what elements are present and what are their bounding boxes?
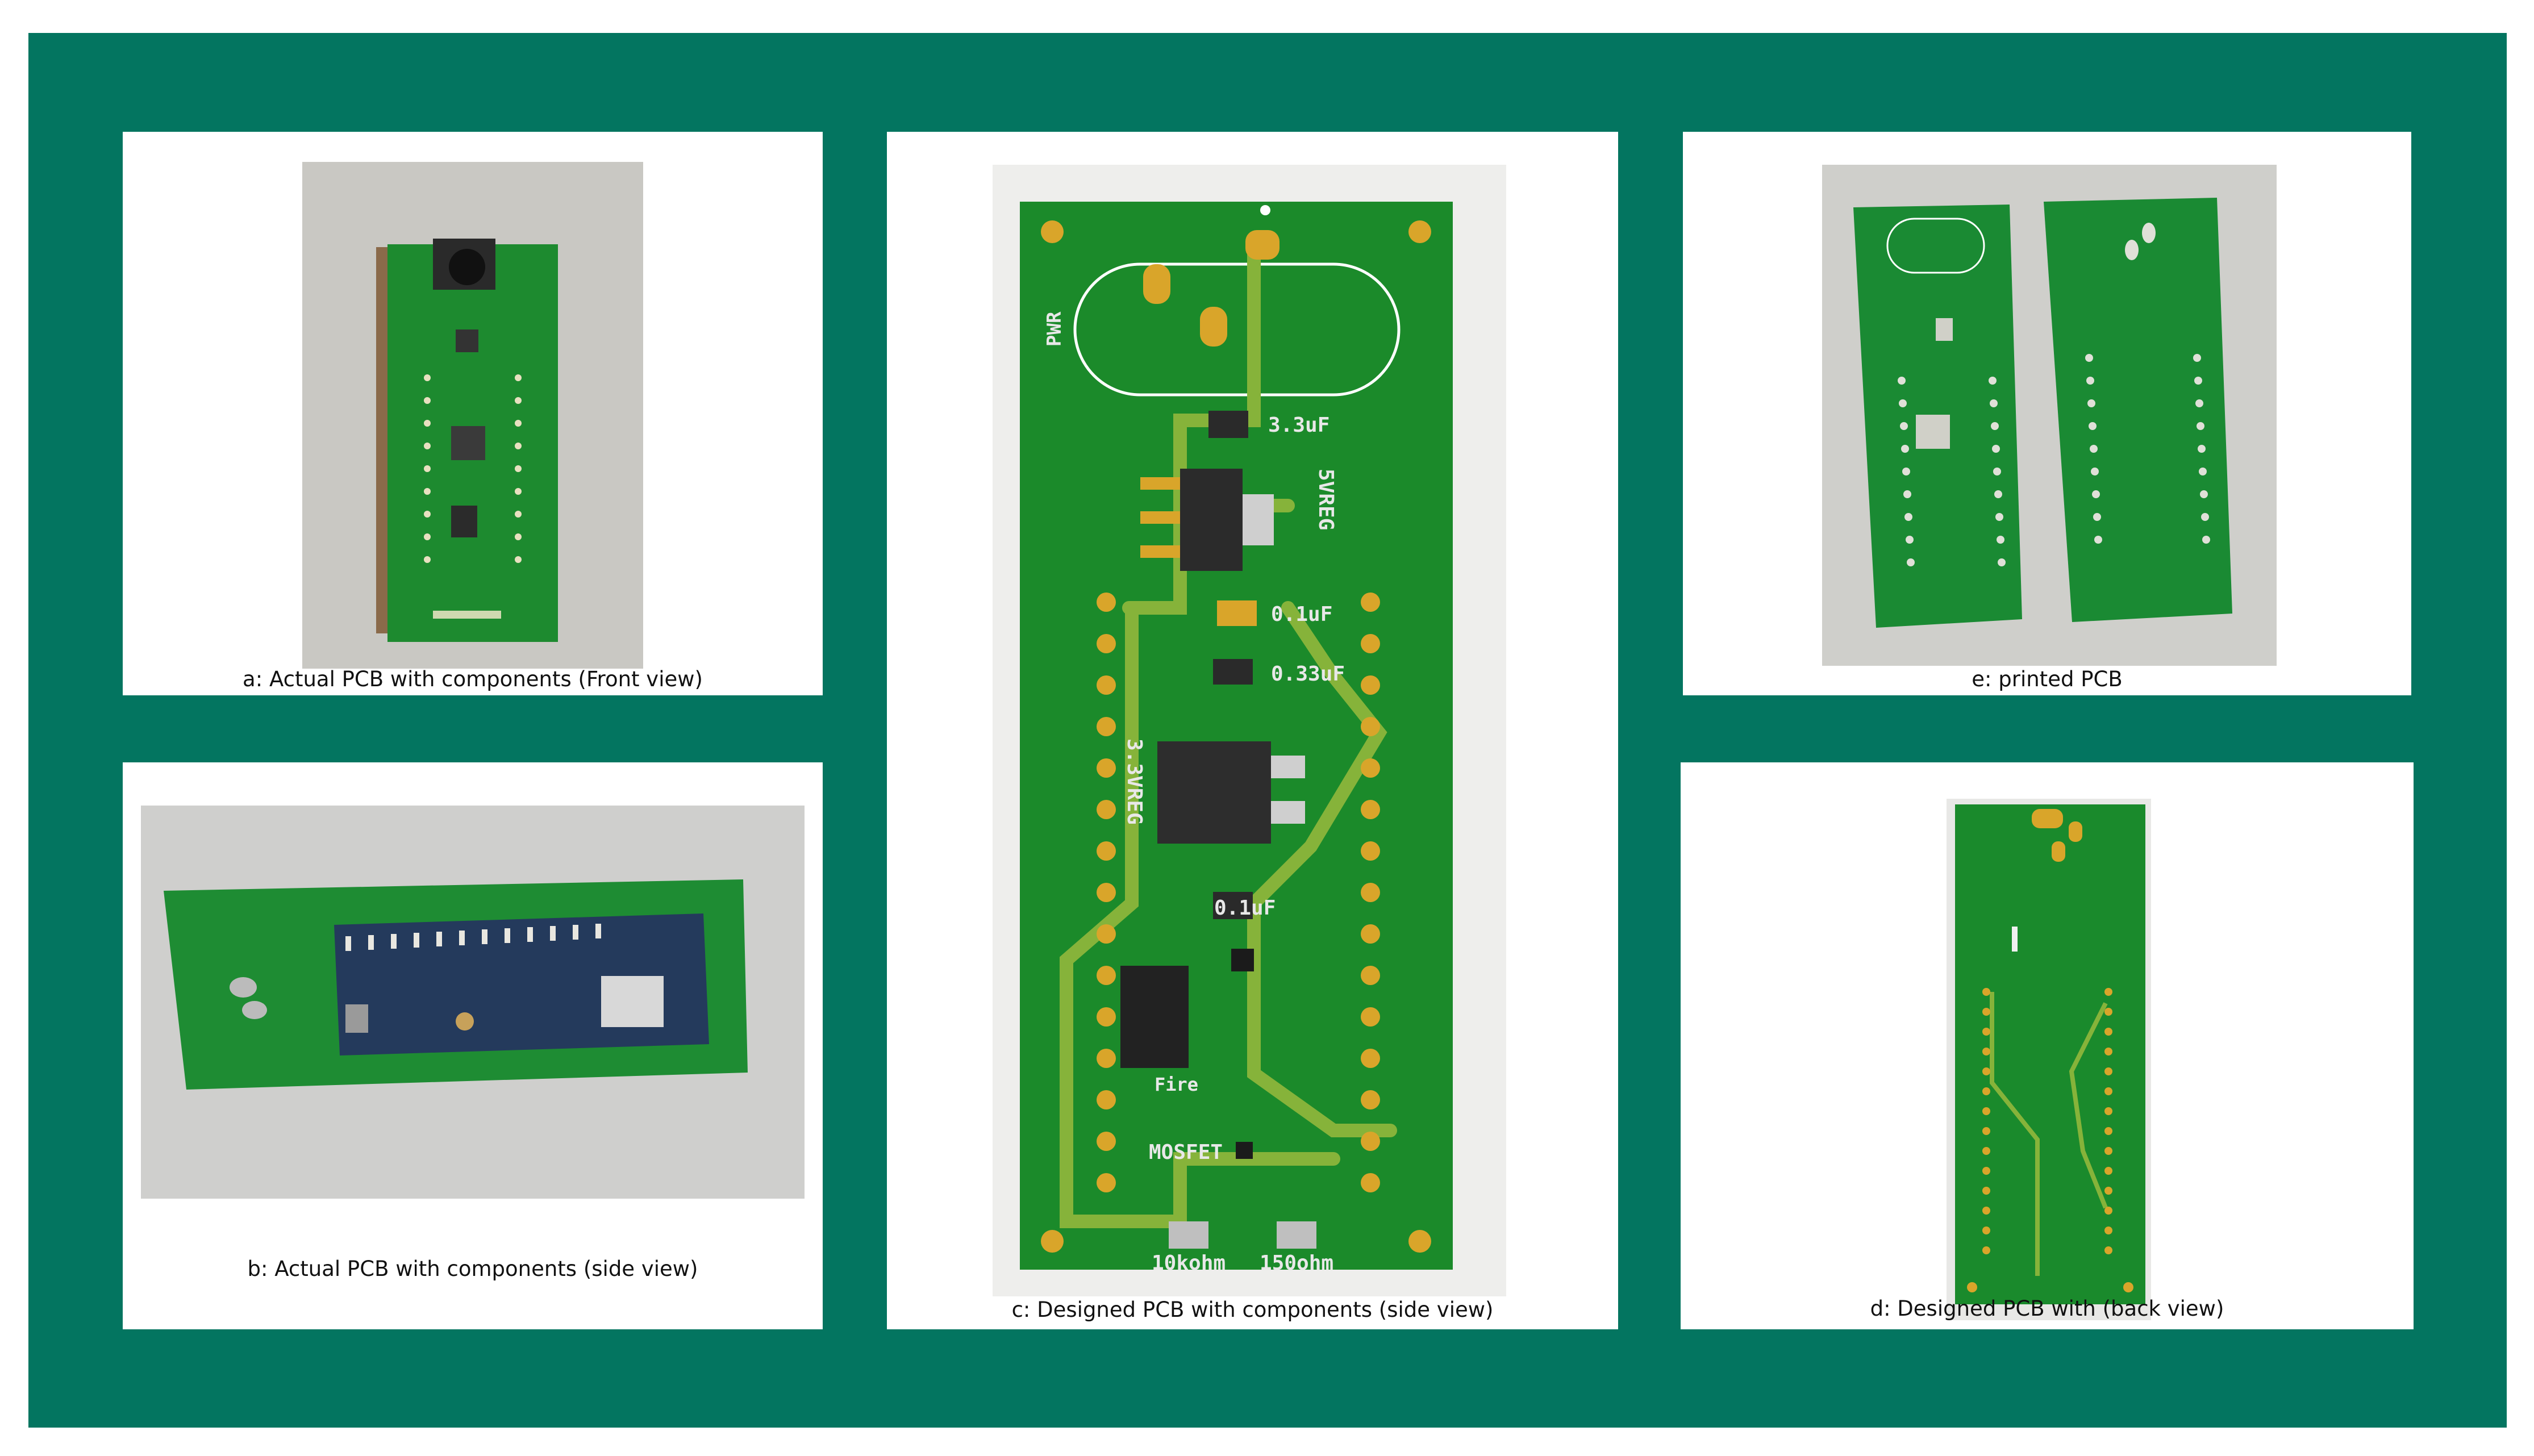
label-mosfet: MOSFET	[1149, 1141, 1223, 1164]
label-10kohm: 10kohm	[1152, 1251, 1226, 1275]
caption-b: b: Actual PCB with components (side view…	[247, 1257, 698, 1281]
panel-c: PWR 3.3uF 5VREG 0.1uF 0.33uF 3.3VREG 0.1…	[887, 132, 1618, 1329]
label-cap-0-1uf-b: 0.1uF	[1214, 896, 1276, 920]
caption-d: d: Designed PCB with (back view)	[1870, 1296, 2224, 1321]
panel-a: a: Actual PCB with components (Front vie…	[123, 132, 823, 695]
panel-e: e: printed PCB	[1683, 132, 2411, 695]
label-cap-0-1uf-a: 0.1uF	[1271, 603, 1332, 626]
panel-b: b: Actual PCB with components (side view…	[123, 762, 823, 1329]
label-cap-3-3uf: 3.3uF	[1268, 414, 1329, 437]
render-designed-pcb-back	[1947, 799, 2151, 1320]
photo-actual-pcb-front	[302, 162, 643, 669]
label-fire: Fire	[1155, 1074, 1198, 1095]
caption-c: c: Designed PCB with components (side vi…	[1011, 1298, 1494, 1322]
label-cap-0-33uf: 0.33uF	[1271, 662, 1345, 686]
render-designed-pcb: PWR 3.3uF 5VREG 0.1uF 0.33uF 3.3VREG 0.1…	[993, 165, 1506, 1296]
photo-actual-pcb-side	[141, 806, 805, 1199]
photo-printed-pcb	[1822, 165, 2277, 666]
panel-d: d: Designed PCB with (back view)	[1681, 762, 2414, 1329]
caption-a: a: Actual PCB with components (Front vie…	[243, 667, 703, 691]
label-3-3vreg: 3.3VREG	[1123, 739, 1146, 825]
label-pwr: PWR	[1043, 311, 1066, 347]
caption-e: e: printed PCB	[1972, 667, 2123, 691]
label-5vreg: 5VREG	[1314, 469, 1337, 530]
label-150ohm: 150ohm	[1260, 1251, 1333, 1275]
